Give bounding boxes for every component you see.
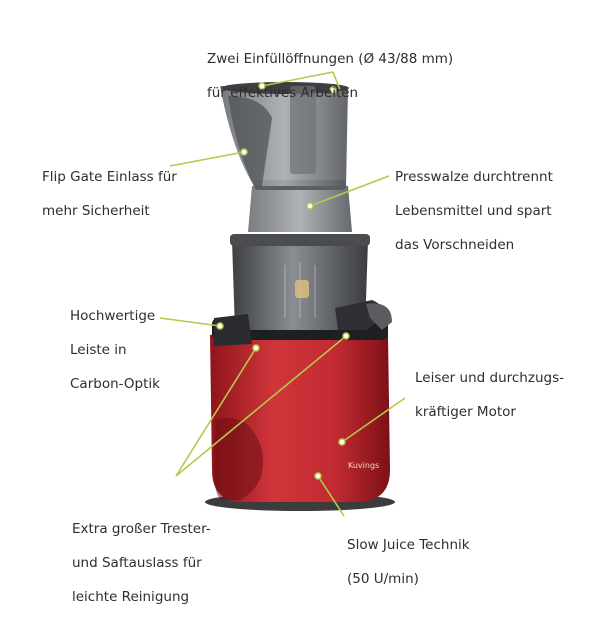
juicer-illustration: Kuvings (159, 71, 406, 517)
callout-lines (159, 71, 406, 517)
juice-cap (366, 303, 392, 330)
flip-gate-shape (228, 96, 272, 186)
callout-press-roller: Presswalze durchtrennt Lebensmittel und … (395, 169, 553, 253)
chamber-rim (230, 234, 370, 246)
product-infographic: Kuvings Zwei Einfüllöffnungen (Ø 43/88 m… (42, 51, 564, 605)
motor-body-cutout (214, 418, 264, 500)
juice-indicator (295, 280, 309, 298)
callout-slow-juice: Slow Juice Technik (50 U/min) (347, 537, 470, 587)
feed-opening-large (221, 82, 349, 94)
callout-carbon-strip: Hochwertige Leiste in Carbon-Optik (70, 308, 160, 392)
small-feed-tube (290, 86, 316, 174)
pulp-outlet (214, 314, 252, 346)
callout-outlets: Extra großer Trester- und Saftauslass fü… (72, 521, 211, 605)
callout-dots (216, 82, 350, 480)
callout-flip-gate: Flip Gate Einlass für mehr Sicherheit (42, 169, 177, 219)
callout-motor: Leiser und durchzugs- kräftiger Motor (415, 370, 564, 420)
callout-feed-openings: Zwei Einfüllöffnungen (Ø 43/88 mm) für e… (207, 51, 454, 101)
brand-logo: Kuvings (348, 461, 379, 470)
middle-hopper (248, 182, 352, 232)
